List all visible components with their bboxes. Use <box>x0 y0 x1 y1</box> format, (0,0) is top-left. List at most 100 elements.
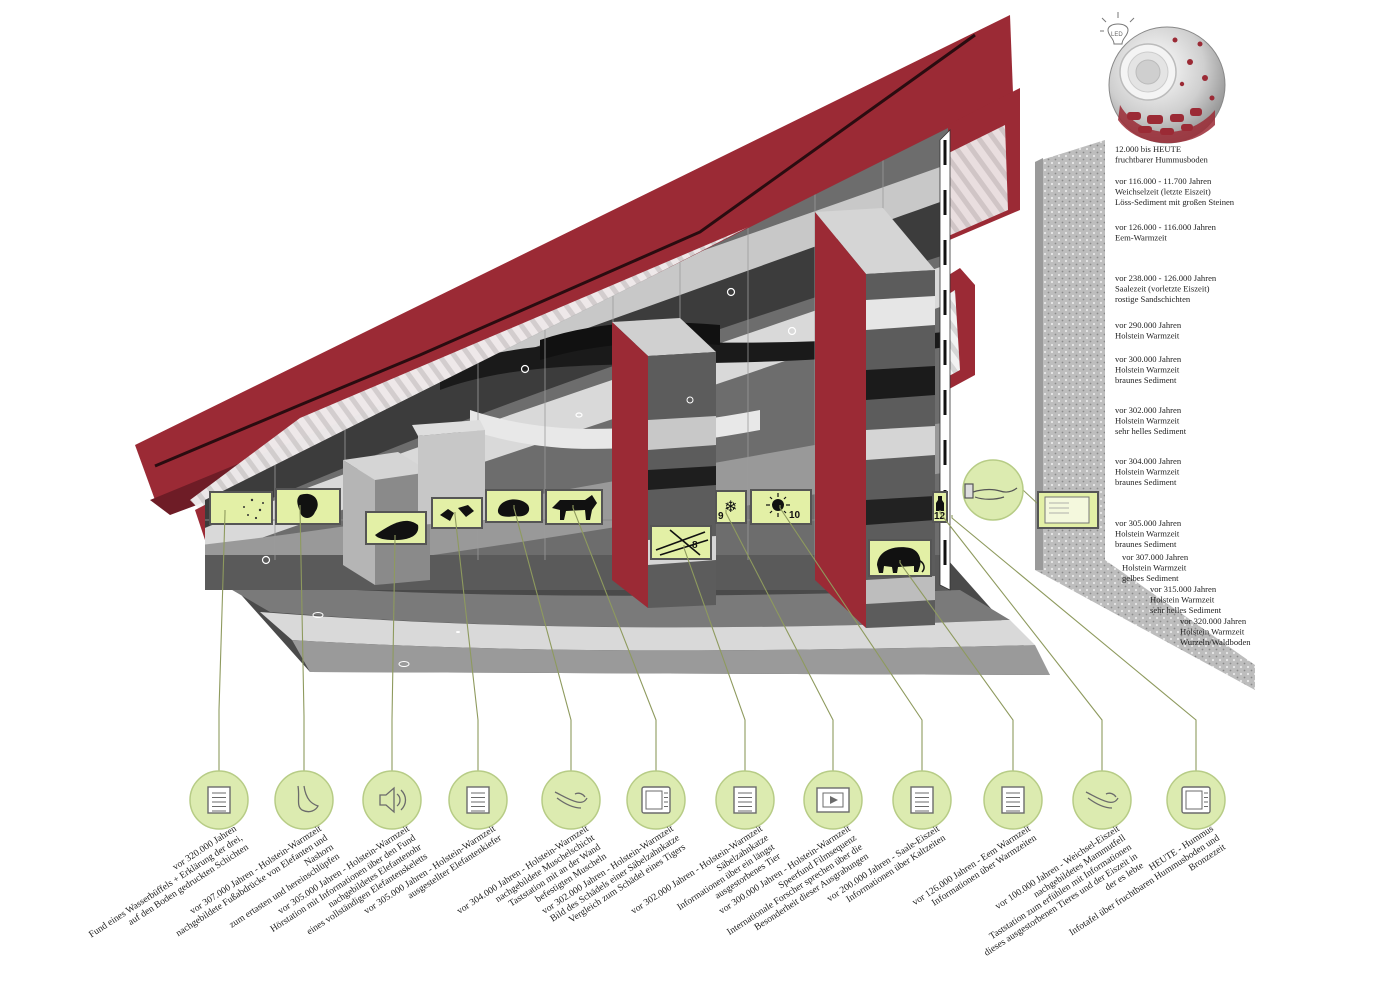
panel-elephant-ear[interactable] <box>365 511 427 545</box>
panel-number-10: 10 <box>789 510 801 521</box>
timeline-line: Holstein Warmzeit <box>1115 529 1180 539</box>
leader-line <box>951 515 1197 771</box>
panel-foot[interactable] <box>275 488 341 525</box>
snowflake-icon: ❄ <box>724 497 737 516</box>
leader-line <box>572 505 657 771</box>
leader-line <box>939 510 1103 771</box>
document-icon <box>733 786 757 814</box>
station-circle[interactable] <box>274 770 334 830</box>
timeline-line: sehr helles Sediment <box>1150 605 1222 615</box>
foot-icon <box>297 785 319 813</box>
timeline-line: gelbes Sediment <box>1122 573 1179 583</box>
timeline-line: vor 305.000 Jahren <box>1115 518 1182 528</box>
panel-number-9: 9 <box>718 511 724 522</box>
panel-bottle[interactable]: 12 <box>932 491 948 523</box>
tablet-icon <box>1181 786 1211 814</box>
hand-touch-icon <box>964 483 1018 500</box>
document-icon <box>1001 786 1025 814</box>
document-icon <box>910 786 934 814</box>
document-icon <box>466 786 490 814</box>
led-orb: LED <box>1100 12 1226 144</box>
panel-spears[interactable]: 8 <box>650 525 712 560</box>
panel-mammoth[interactable] <box>868 539 932 577</box>
timeline-line: vor 304.000 Jahren <box>1115 456 1182 466</box>
timeline-line: braunes Sediment <box>1115 539 1177 549</box>
hand-icon <box>1085 791 1119 809</box>
timeline-line: vor 116.000 - 11.700 Jahren <box>1115 176 1212 186</box>
hand-icon <box>554 791 588 809</box>
lightbulb-icon <box>1100 12 1135 45</box>
timeline-line: Weichselzeit (letzte Eiszeit) <box>1115 187 1211 197</box>
caption-line: Informationen über Warmzeiten <box>930 832 1039 908</box>
timeline-line: Saalezeit (vorletzte Eiszeit) <box>1115 284 1210 294</box>
timeline-line: Eem-Warmzeit <box>1115 233 1167 243</box>
pillar-3 <box>612 318 716 608</box>
leader-line <box>725 510 834 771</box>
station-circle[interactable] <box>362 770 422 830</box>
display-panels: 8 ❄ 9 10 12 <box>209 488 948 577</box>
panel-jaw[interactable] <box>431 497 483 529</box>
tablet-icon <box>641 786 671 814</box>
timeline-line: 12.000 bis HEUTE <box>1115 144 1181 154</box>
timeline-line: sehr helles Sediment <box>1115 426 1187 436</box>
timeline-line: Holstein Warmzeit <box>1115 365 1180 375</box>
timeline-line: vor 290.000 Jahren <box>1115 320 1182 330</box>
timeline-line: Holstein Warmzeit <box>1122 563 1187 573</box>
timeline-line: vor 307.000 Jahren <box>1122 552 1189 562</box>
leader-line <box>899 560 1014 771</box>
timeline-line: vor 302.000 Jahren <box>1115 405 1182 415</box>
timeline-line: Wurzeln/Waldboden <box>1180 637 1251 647</box>
timeline-line: braunes Sediment <box>1115 477 1177 487</box>
video-icon <box>816 787 850 813</box>
sun-icon <box>772 499 784 511</box>
panel-number-12: 12 <box>934 511 946 522</box>
touch-station-detail <box>962 459 1099 529</box>
timeline-line: braunes Sediment <box>1115 375 1177 385</box>
speaker-icon <box>379 786 407 814</box>
panel-snowflake[interactable]: ❄ 9 <box>715 490 747 524</box>
timeline-line: vor 315.000 Jahren <box>1150 584 1217 594</box>
station-row: vor 320.000 JahrenFund eines Wasserbüffe… <box>81 770 1228 959</box>
timeline-line: fruchtbarer Hummusboden <box>1115 155 1209 165</box>
timeline-line: Holstein Warmzeit <box>1115 331 1180 341</box>
panel-sediment-dots[interactable] <box>209 491 273 525</box>
timeline-line: Löss-Sediment mit großen Steinen <box>1115 197 1235 207</box>
leader-line <box>513 505 572 771</box>
station-1[interactable]: vor 320.000 JahrenFund eines Wasserbüffe… <box>81 770 251 950</box>
leader-lines <box>218 505 1197 771</box>
document-icon <box>207 786 231 814</box>
leader-line <box>299 505 305 771</box>
panel-sun[interactable]: 10 <box>750 489 812 525</box>
timeline-line: vor 126.000 - 116.000 Jahren <box>1115 222 1217 232</box>
timeline-line: Holstein Warmzeit <box>1180 627 1245 637</box>
led-label: LED <box>1111 32 1123 38</box>
timeline-line: vor 320.000 Jahren <box>1180 616 1247 626</box>
leader-line <box>779 505 923 771</box>
leader-line <box>683 545 746 771</box>
timeline-line: rostige Sandschichten <box>1115 294 1191 304</box>
timeline-line: vor 238.000 - 126.000 Jahren <box>1115 273 1217 283</box>
panel-number-8: 8 <box>692 540 698 551</box>
timeline-line: Holstein Warmzeit <box>1115 467 1180 477</box>
perforated-wall <box>1035 140 1255 690</box>
pillar-4 <box>815 208 935 628</box>
leader-line <box>391 535 396 771</box>
leader-line <box>218 510 226 771</box>
leader-line <box>454 512 479 771</box>
panel-sabertooth[interactable] <box>545 489 603 525</box>
timeline-line: vor 300.000 Jahren <box>1115 354 1182 364</box>
timeline-line: Holstein Warmzeit <box>1115 416 1180 426</box>
